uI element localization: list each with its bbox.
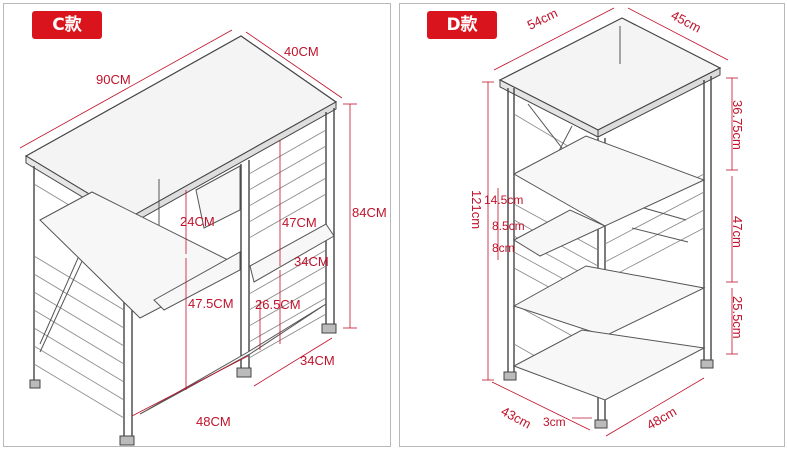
dim-c-depth: 40CM bbox=[284, 44, 319, 59]
rack-d-foot bbox=[594, 419, 608, 429]
dim-d-bottom-gap: 25.5cm bbox=[730, 296, 745, 339]
panel-c: C款 bbox=[3, 3, 391, 447]
dim-d-top-gap: 36.75cm bbox=[730, 100, 745, 150]
dim-c-right-section-depth: 34CM bbox=[300, 353, 335, 368]
dim-d-middle-gap: 47cm bbox=[730, 216, 745, 248]
dim-d-side-depth: 43cm bbox=[499, 403, 534, 431]
panel-d: D款 bbox=[399, 3, 785, 447]
rack-c-foot bbox=[321, 323, 337, 334]
rack-d-shelf-1 bbox=[512, 135, 706, 227]
dim-d-width: 54cm bbox=[525, 5, 560, 32]
dim-c-upper-right-gap: 47CM bbox=[282, 215, 317, 230]
rack-d-shelf-2 bbox=[512, 265, 706, 337]
rack-d-top-side-edge bbox=[597, 67, 721, 138]
rack-c-lower-divider bbox=[153, 251, 241, 311]
rack-d-shelf-3 bbox=[512, 329, 706, 401]
dim-c-upper-left-gap: 24CM bbox=[180, 214, 215, 229]
rack-d-top-board bbox=[498, 17, 722, 131]
dim-d-tray-gap-1: 8.5cm bbox=[492, 219, 525, 233]
rack-c-foot bbox=[236, 367, 252, 378]
dim-c-width: 90CM bbox=[96, 72, 131, 87]
rack-c-right-middle-shelf bbox=[249, 223, 335, 283]
dim-c-height: 84CM bbox=[352, 205, 387, 220]
rack-c-foot bbox=[29, 379, 41, 389]
rack-c-upper-divider bbox=[195, 165, 241, 229]
rack-c-drawing: 90CM 40CM 84CM 24CM 47CM 34CM 47.5CM 26.… bbox=[19, 29, 387, 446]
rack-d-drawing: 54cm 45cm 36.75cm 47cm 25.5cm 121cm 14.5… bbox=[469, 5, 745, 437]
rack-d-foot bbox=[700, 359, 714, 369]
rack-d-foot bbox=[503, 371, 517, 381]
dim-d-tray-gap-2: 8cm bbox=[492, 241, 515, 255]
dim-c-lower-left-gap: 47.5CM bbox=[188, 296, 234, 311]
rack-c-measurement-lines bbox=[19, 29, 357, 417]
rack-c-foot bbox=[119, 435, 135, 446]
badge-c: C款 bbox=[32, 11, 102, 39]
dim-c-bottom-right-gap: 26.5CM bbox=[255, 297, 301, 312]
dim-c-left-section-width: 48CM bbox=[196, 414, 231, 429]
dim-d-total-height: 121cm bbox=[469, 190, 484, 229]
badge-d: D款 bbox=[427, 11, 497, 39]
rack-d-pullout-tray bbox=[512, 209, 607, 257]
dim-d-front-width: 48cm bbox=[644, 404, 679, 433]
dim-c-lower-right-gap: 34CM bbox=[294, 254, 329, 269]
dim-d-foot-offset: 3cm bbox=[543, 415, 566, 429]
dim-d-tray-height: 14.5cm bbox=[484, 193, 523, 207]
rack-d-measurement-lines bbox=[482, 7, 738, 437]
dim-d-depth: 45cm bbox=[669, 7, 704, 35]
